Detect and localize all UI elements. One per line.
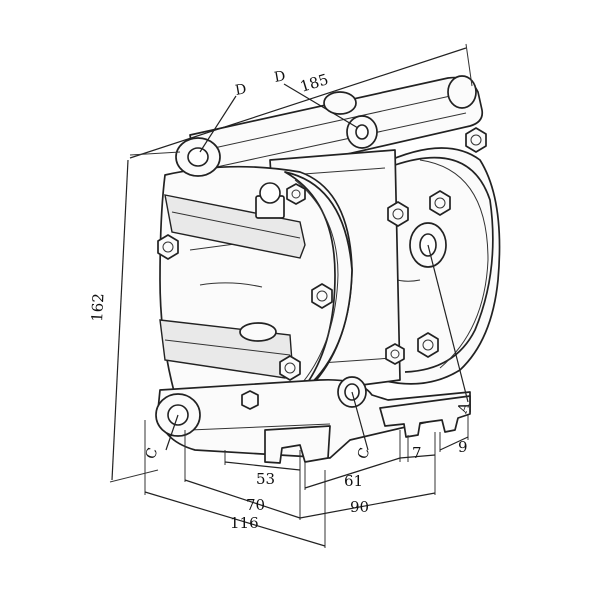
port-label-d-left: D	[234, 81, 248, 99]
port-labels: D D C C A	[143, 68, 474, 461]
port-label-c-right: C	[355, 446, 374, 462]
dim-9: 9	[458, 438, 468, 456]
port-label-c-left: C	[143, 446, 162, 462]
dim-116: 116	[230, 514, 259, 532]
dim-7: 7	[412, 444, 422, 462]
dimension-labels: 185 162 53 61 7 9 70 90 116	[88, 70, 468, 532]
dim-61: 61	[344, 472, 363, 490]
dim-162: 162	[88, 293, 107, 323]
leader-lines	[165, 83, 469, 451]
pump-body	[155, 75, 501, 464]
lower-clamp	[159, 319, 293, 379]
dim-90: 90	[350, 498, 369, 516]
bottom-manifold	[157, 376, 471, 464]
dim-53: 53	[256, 470, 275, 488]
upper-clamp	[164, 182, 306, 259]
dim-70: 70	[246, 496, 265, 514]
dim-185: 185	[298, 70, 331, 96]
port-label-d-right: D	[273, 68, 287, 86]
top-manifold	[189, 75, 484, 184]
bolts	[157, 127, 487, 410]
dimension-lines	[109, 43, 473, 548]
